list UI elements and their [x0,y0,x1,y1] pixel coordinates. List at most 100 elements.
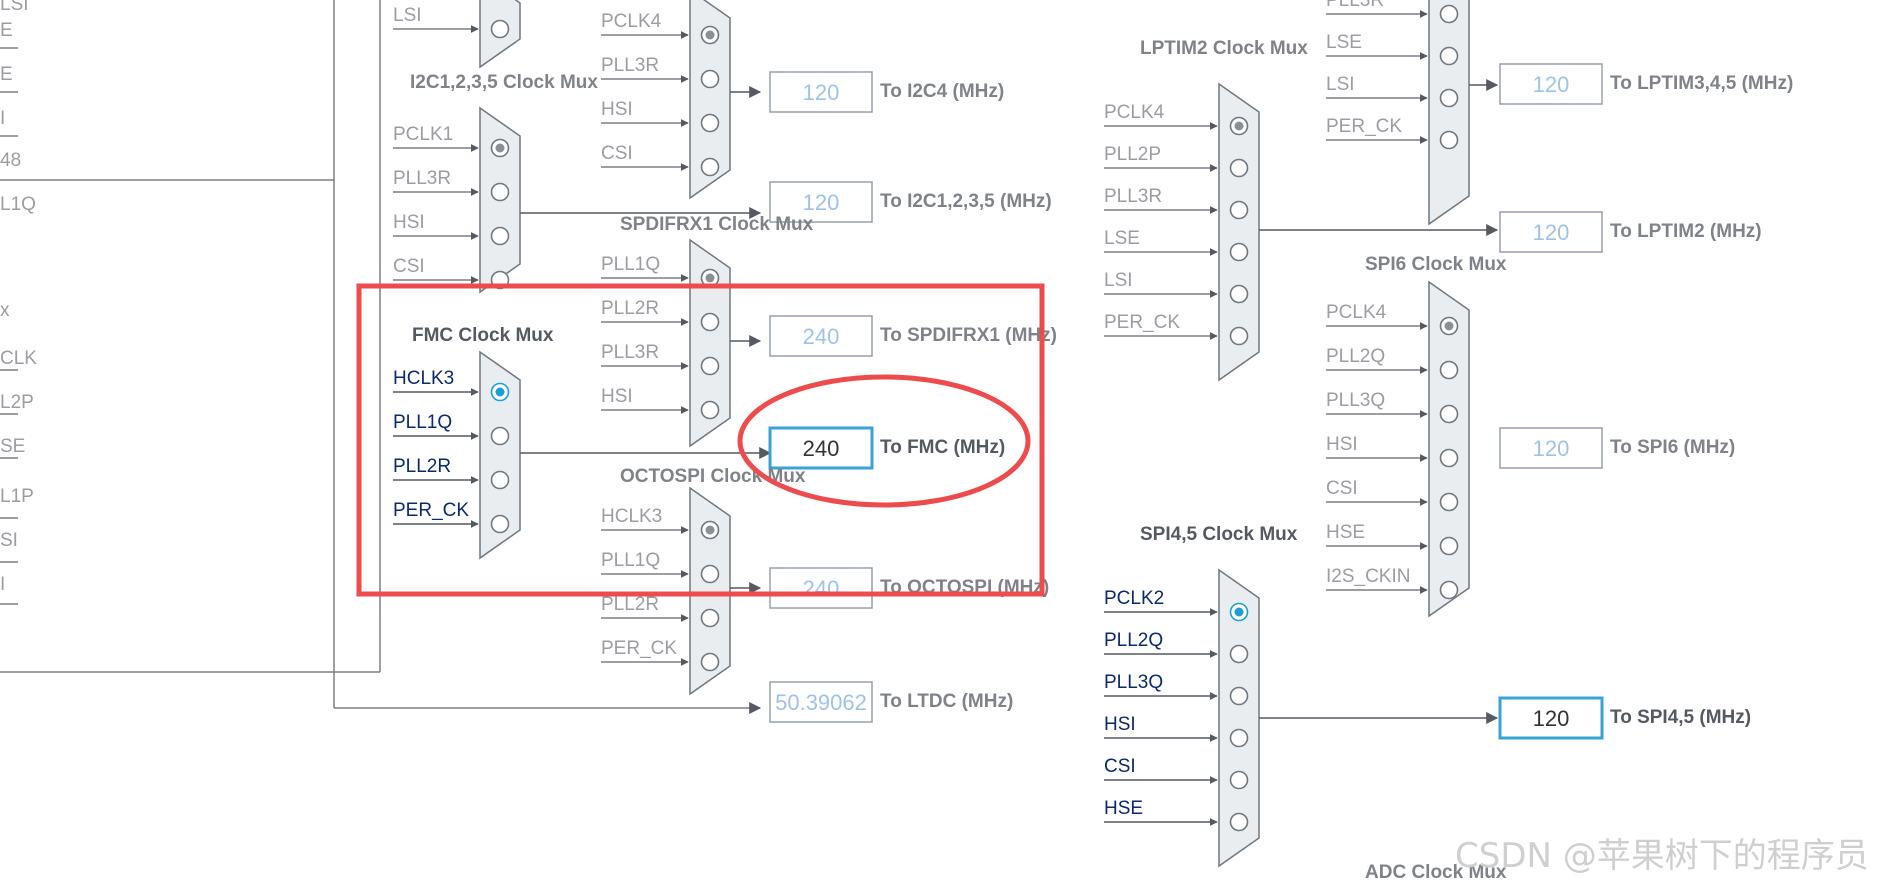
mux-input-label: PLL2Q [1326,346,1385,367]
frequency-field[interactable] [769,567,873,609]
mux-radio[interactable] [1229,284,1249,304]
mux-radio[interactable] [490,426,510,446]
mux-input-label: LSE [1326,32,1362,53]
left-edge-label: E [0,64,13,85]
mux-radio[interactable] [700,608,720,628]
mux-input-label: LSI [393,5,422,26]
mux-title: FMC Clock Mux [412,325,554,346]
frequency-value: 240 [803,576,840,601]
frequency-value: 120 [1533,72,1570,97]
mux-input-label: PER_CK [1104,312,1180,333]
mux-radio[interactable] [1439,580,1459,600]
left-edge-label: 48 [0,150,21,171]
output-box-8: 120 To SPI6 (MHz) [1499,427,1735,469]
mux-radio[interactable] [1439,536,1459,556]
output-box-2: 240 To SPDIFRX1 (MHz) [769,315,1057,357]
left-edge-label: x [0,300,10,321]
frequency-value: 120 [1533,436,1570,461]
mux-layer: LSIPCLK1PLL3RHSICSIHCLK3PLL1QPLL2RPER_CK… [393,0,1499,868]
mux-input-label: LSI [1326,74,1355,95]
mux-radio[interactable] [1439,88,1459,108]
output-label: To LPTIM3,4,5 (MHz) [1610,73,1793,94]
mux-radio[interactable] [1439,492,1459,512]
mux-radio[interactable] [1439,448,1459,468]
mux-radio[interactable] [490,19,510,39]
mux-radio[interactable] [700,400,720,420]
output-label: To I2C1,2,3,5 (MHz) [880,191,1052,212]
left-edge-label: L1Q [0,194,36,215]
output-label: To LPTIM2 (MHz) [1610,221,1762,242]
mux-radio[interactable] [1229,158,1249,178]
mux-input-label: PLL3R [601,55,659,76]
mux-radio[interactable] [1229,200,1249,220]
mux-title: LPTIM2 Clock Mux [1140,38,1308,59]
frequency-value: 120 [1533,220,1570,245]
output-label: To SPDIFRX1 (MHz) [880,325,1057,346]
mux-input-label: LSI [1104,270,1133,291]
mux-radio-dot-icon [705,525,715,535]
mux-radio[interactable] [700,113,720,133]
left-edge-label: L1P [0,486,34,507]
mux-input-label: HSI [601,386,633,407]
mux-radio[interactable] [700,69,720,89]
left-edge-label: L2P [0,392,34,413]
frequency-field[interactable] [1499,211,1603,253]
mux-radio[interactable] [1229,686,1249,706]
frequency-field[interactable] [1499,427,1603,469]
mux-radio[interactable] [1229,728,1249,748]
mux-radio[interactable] [700,356,720,376]
output-label: To SPI6 (MHz) [1610,437,1735,458]
mux-input-label: PCLK2 [1104,588,1164,609]
mux-radio[interactable] [1439,130,1459,150]
mux-radio-dot-icon [495,143,505,153]
frequency-field[interactable] [769,681,873,723]
left-edge-label: SI [0,530,18,551]
frequency-field[interactable] [769,71,873,113]
mux-radio[interactable] [1229,770,1249,790]
frequency-field[interactable] [769,181,873,223]
frequency-value: 240 [803,324,840,349]
mux-input-label: PER_CK [1326,116,1402,137]
frequency-value: 50.39062 [775,690,867,715]
mux-radio-dot-icon [1444,321,1454,331]
mux-radio[interactable] [1229,242,1249,262]
mux-input-label: I2S_CKIN [1326,566,1410,587]
frequency-field[interactable] [769,315,873,357]
mux-radio[interactable] [1439,46,1459,66]
mux-radio[interactable] [700,564,720,584]
mux-radio[interactable] [1439,404,1459,424]
mux-radio[interactable] [700,652,720,672]
mux-radio[interactable] [700,312,720,332]
mux-trapezoid [1218,82,1260,382]
mux-radio[interactable] [700,157,720,177]
mux-radio[interactable] [1229,326,1249,346]
mux-input-label: PLL3R [1104,186,1162,207]
output-box-7: 120 To LPTIM2 (MHz) [1499,211,1762,253]
mux-radio[interactable] [1229,812,1249,832]
mux-radio[interactable] [490,226,510,246]
frequency-field[interactable] [1499,63,1603,105]
mux-radio-dot-icon [705,30,715,40]
output-box-6: 120 To LPTIM3,4,5 (MHz) [1499,63,1793,105]
mux-radio[interactable] [490,514,510,534]
mux-radio[interactable] [1229,644,1249,664]
mux-radio[interactable] [1439,4,1459,24]
mux-radio[interactable] [1439,360,1459,380]
mux-trapezoid [1428,0,1470,226]
mux-input-label: HCLK3 [601,506,662,527]
mux-input-label: LSE [1104,228,1140,249]
output-label: To LTDC (MHz) [880,691,1013,712]
frequency-value: 120 [1533,706,1570,731]
mux-radio[interactable] [490,470,510,490]
mux-input-label: PLL2R [601,298,659,319]
red-annotations [356,283,1045,597]
mux-input-label: HSE [1326,522,1365,543]
highlight-rectangle [356,283,1045,597]
frequency-field[interactable] [768,426,874,470]
frequency-field[interactable] [1498,696,1604,740]
mux-radio[interactable] [490,182,510,202]
